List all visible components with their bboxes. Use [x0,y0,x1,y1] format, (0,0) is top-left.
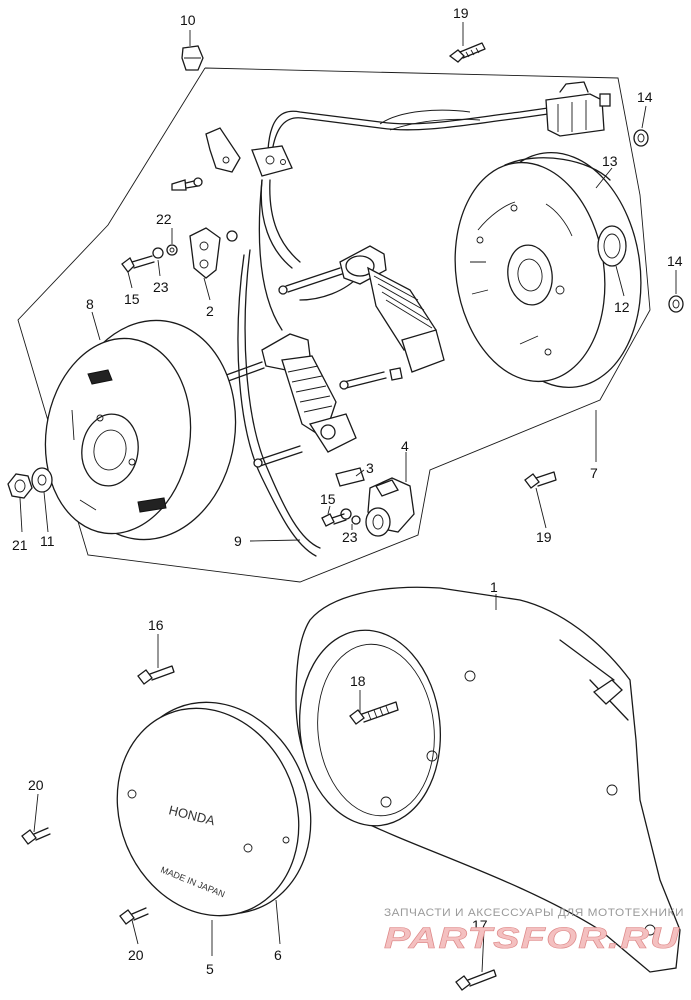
washer-part-11 [31,467,53,493]
pickup-parts-3-4 [321,467,415,537]
callout-2: 2 [206,303,214,319]
bolt-part-16 [137,665,175,685]
screw-part-20-bottom [119,907,149,925]
watermark: ЗАПЧАСТИ И АКСЕССУАРЫ ДЛЯ МОТОТЕХНИКИ PA… [384,907,684,955]
callout-14-right: 14 [667,253,683,269]
callout-17: 17 [472,917,488,933]
callout-20-top: 20 [28,777,44,793]
callout-8: 8 [86,296,94,312]
callout-1: 1 [490,579,498,595]
callout-11: 11 [40,533,55,549]
callout-12: 12 [614,299,630,315]
callout-3: 3 [366,460,374,476]
wire-connector [545,81,611,137]
watermark-tagline: ЗАПЧАСТИ И АКСЕССУАРЫ ДЛЯ МОТОТЕХНИКИ [384,907,684,919]
callout-22: 22 [156,211,172,227]
stator-plate-part-13 [454,151,642,389]
screw-part-20-top [21,827,51,845]
callout-15-bottom: 15 [320,491,336,507]
bolt-part-17 [455,969,497,991]
bolt-part-19-top [448,42,486,63]
callout-4: 4 [401,438,409,454]
wire-harness [237,107,549,557]
callout-10: 10 [180,12,196,28]
pulse-generator-part-2 [121,227,238,279]
callout-6: 6 [274,947,282,963]
callout-labels: 10 19 14 13 22 14 23 15 12 8 2 4 3 7 15 … [12,5,683,977]
crankcase-cover-part-1 [295,586,681,973]
stator-coil-lower [211,333,403,468]
callout-15-top: 15 [124,291,140,307]
bolt-part-19-right [524,471,557,489]
callout-7: 7 [590,465,598,481]
cable-clamp [171,127,293,191]
callout-16: 16 [148,617,164,633]
assembly-boundary [17,67,651,583]
bolt-part-18 [349,701,399,725]
callout-14-top: 14 [637,89,653,105]
grommet-part-10 [181,45,204,71]
nut-part-21 [7,473,33,499]
callout-19-top: 19 [453,5,469,21]
callout-19-right: 19 [536,529,552,545]
watermark-site: PARTSFOR.RU [384,922,680,955]
leader-lines [19,22,677,973]
callout-13: 13 [602,153,618,169]
callout-21: 21 [12,537,28,553]
callout-5: 5 [206,961,214,977]
callout-23-bottom: 23 [342,529,358,545]
callout-9: 9 [234,533,242,549]
stator-coil-upper [278,245,445,373]
callout-20-bottom: 20 [128,947,144,963]
o-ring-part-14 [633,129,684,313]
callout-18: 18 [350,673,366,689]
generator-cover-part-5: HONDA MADE IN JAPAN [116,701,312,917]
callout-23-top: 23 [153,279,169,295]
rotor-part-8 [44,319,237,541]
